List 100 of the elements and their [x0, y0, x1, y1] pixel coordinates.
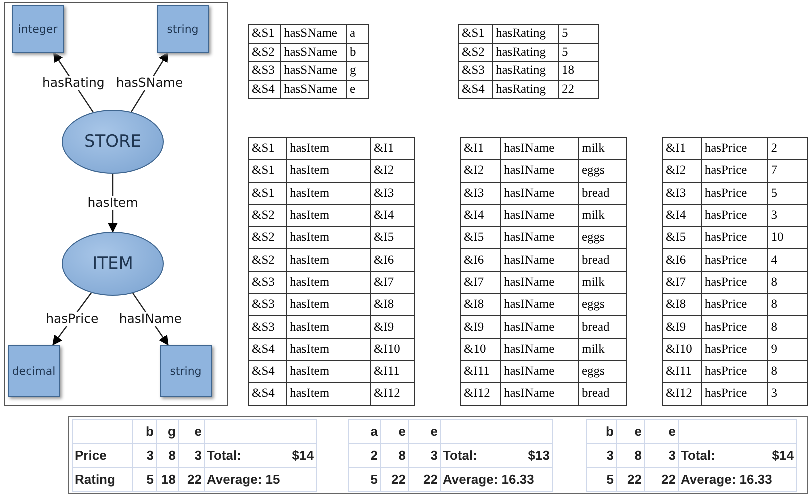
table-cell: hasIName: [500, 316, 578, 338]
table-cell: hasPrice: [701, 271, 768, 294]
table-cell: milk: [578, 204, 626, 227]
table-cell: hasPrice: [701, 382, 768, 406]
table-cell: 10: [768, 226, 808, 249]
table-cell: &I11: [370, 360, 414, 383]
table-cell: &I8: [370, 294, 414, 316]
table-cell: hasPrice: [701, 226, 768, 249]
table-cell: &I12: [370, 382, 414, 406]
table-cell: 22: [644, 468, 678, 492]
table-cell: eggs: [578, 160, 626, 182]
table-cell: &I6: [460, 248, 500, 272]
table-cell: a: [346, 24, 368, 43]
table-cell: &I6: [370, 248, 414, 272]
table-cell: milk: [578, 138, 626, 160]
cell-text: Total:: [207, 448, 242, 463]
type-box: string: [157, 5, 209, 53]
table-cell: 3: [768, 382, 808, 406]
table-cell: milk: [578, 338, 626, 360]
table-cell: &S3: [248, 316, 286, 338]
table-cell: &I9: [460, 316, 500, 338]
table-cell: hasItem: [286, 138, 370, 160]
cell-text: $13: [528, 448, 550, 463]
table-cell: &I5: [460, 226, 500, 249]
table-cell: 8: [616, 444, 644, 468]
table-cell: 22: [408, 468, 440, 492]
table-cell: 3: [644, 444, 678, 468]
table-cell: hasItem: [286, 271, 370, 294]
table-cell: &S1: [248, 160, 286, 182]
table-cell: hasIName: [500, 204, 578, 227]
table-cell: &I11: [662, 360, 702, 383]
class-ellipse: ITEM: [62, 232, 164, 296]
table-cell: hasItem: [286, 316, 370, 338]
table-cell: hasIName: [500, 160, 578, 182]
table-cell: &I3: [460, 182, 500, 204]
type-box: string: [160, 345, 212, 397]
table-cell: &I2: [460, 160, 500, 182]
table-cell: eggs: [578, 294, 626, 316]
edge-label: hasIName: [118, 312, 183, 326]
table-cell: 22: [380, 468, 408, 492]
table-cell: 2: [768, 138, 808, 160]
table-cell: hasPrice: [701, 248, 768, 272]
type-box: decimal: [8, 345, 60, 397]
table-cell: &S2: [248, 248, 286, 272]
table-cell: &S3: [248, 294, 286, 316]
table-cell: &10: [460, 338, 500, 360]
table-cell: b: [346, 43, 368, 62]
table-cell: hasItem: [286, 338, 370, 360]
table-cell: milk: [578, 271, 626, 294]
cell-text: $14: [292, 448, 314, 463]
table-cell: hasPrice: [701, 316, 768, 338]
table-cell: Average: 15: [204, 468, 316, 492]
table-cell: a: [348, 420, 380, 444]
table-cell: e: [380, 420, 408, 444]
table-cell: 5: [558, 24, 598, 43]
table-cell: hasPrice: [701, 138, 768, 160]
table-cell: 5: [132, 468, 156, 492]
table-cell: hasItem: [286, 294, 370, 316]
table-cell: hasIName: [500, 248, 578, 272]
table-cell: &S4: [248, 382, 286, 406]
table-cell: hasPrice: [701, 338, 768, 360]
table-cell: 3: [768, 204, 808, 227]
table-cell: hasSName: [280, 43, 346, 62]
table-cell: 8: [156, 444, 178, 468]
table-cell: hasPrice: [701, 360, 768, 383]
table-cell: hasIName: [500, 182, 578, 204]
edge-label: hasRating: [41, 76, 106, 90]
table-cell: &I2: [662, 160, 702, 182]
table-cell: &S3: [248, 271, 286, 294]
table-cell: hasSName: [280, 80, 346, 98]
table-cell: &I12: [460, 382, 500, 406]
table-cell: 22: [178, 468, 204, 492]
table-cell: hasItem: [286, 204, 370, 227]
table-cell: &I2: [370, 160, 414, 182]
table-cell: 5: [586, 468, 616, 492]
table-cell: e: [616, 420, 644, 444]
table-cell: &I6: [662, 248, 702, 272]
edge-label: hasPrice: [45, 312, 100, 326]
table-cell: hasIName: [500, 271, 578, 294]
table-cell: &S4: [248, 360, 286, 383]
table-cell: 3: [178, 444, 204, 468]
table-cell: &S4: [248, 80, 280, 98]
table-cell: &I11: [460, 360, 500, 383]
table-cell: &S1: [248, 138, 286, 160]
table-cell: 5: [558, 43, 598, 62]
table-cell: &S1: [458, 24, 492, 43]
table-cell: &I9: [662, 316, 702, 338]
table-cell: bread: [578, 248, 626, 272]
table-cell: hasIName: [500, 294, 578, 316]
table-cell: bread: [578, 316, 626, 338]
table-cell: e: [644, 420, 678, 444]
table-cell: &I12: [662, 382, 702, 406]
table-cell: hasPrice: [701, 160, 768, 182]
table-cell: &S1: [248, 182, 286, 204]
table-cell: hasRating: [492, 43, 558, 62]
table-cell: hasPrice: [701, 182, 768, 204]
table-cell: 3: [586, 444, 616, 468]
table-cell: 8: [768, 294, 808, 316]
table-cell: hasIName: [500, 382, 578, 406]
table-cell: e: [346, 80, 368, 98]
